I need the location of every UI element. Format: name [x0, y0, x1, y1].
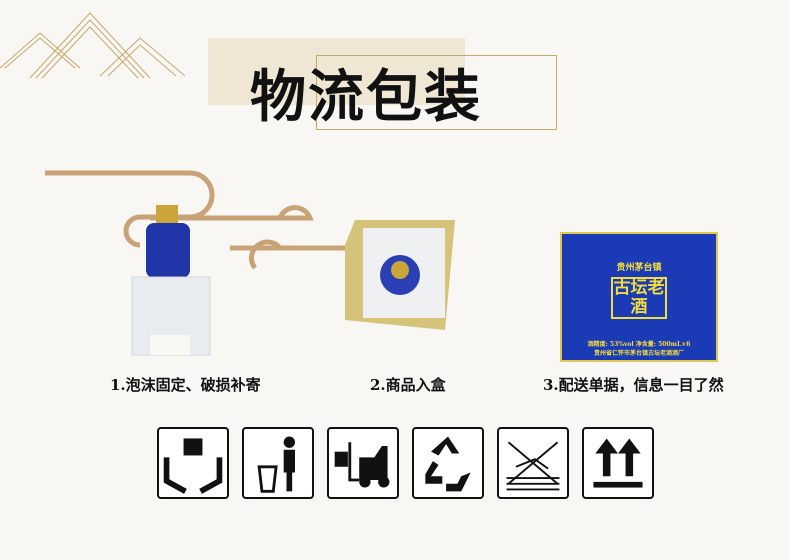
handle-with-care-icon: [157, 427, 229, 499]
bag-spec: 酒精度: 53%vol 净含量: 500mL×6: [587, 341, 691, 348]
step-1-caption: 1.泡沫固定、破损补寄: [110, 376, 261, 394]
recycle-icon: [412, 427, 484, 499]
this-way-up-icon: [582, 427, 654, 499]
bottle-in-foam-photo: [131, 205, 211, 356]
page-title: 物流包装: [250, 64, 482, 130]
step-2-caption: 2.商品入盒: [370, 376, 446, 394]
step-3-caption: 3.配送单据，信息一目了然: [543, 376, 724, 394]
bag-maker: 贵州省仁怀市茅台镇古坛老酒酒厂: [593, 350, 684, 357]
gift-bag-photo: 贵州茅台镇 古坛老酒 酒精度: 53%vol 净含量: 500mL×6 贵州省仁…: [560, 232, 718, 362]
cloud-swirl-decoration: [45, 170, 350, 270]
forklift-icon: [327, 427, 399, 499]
bag-product-name: 古坛老酒: [611, 277, 667, 319]
bag-brand: 贵州茅台镇: [616, 263, 662, 273]
dispose-properly-icon: [242, 427, 314, 499]
title-background: [208, 38, 465, 105]
title-frame: [316, 55, 557, 130]
mountain-decoration: [0, 12, 186, 79]
no-stacking-icon: [497, 427, 569, 499]
bottle-in-box-photo: [345, 220, 455, 330]
